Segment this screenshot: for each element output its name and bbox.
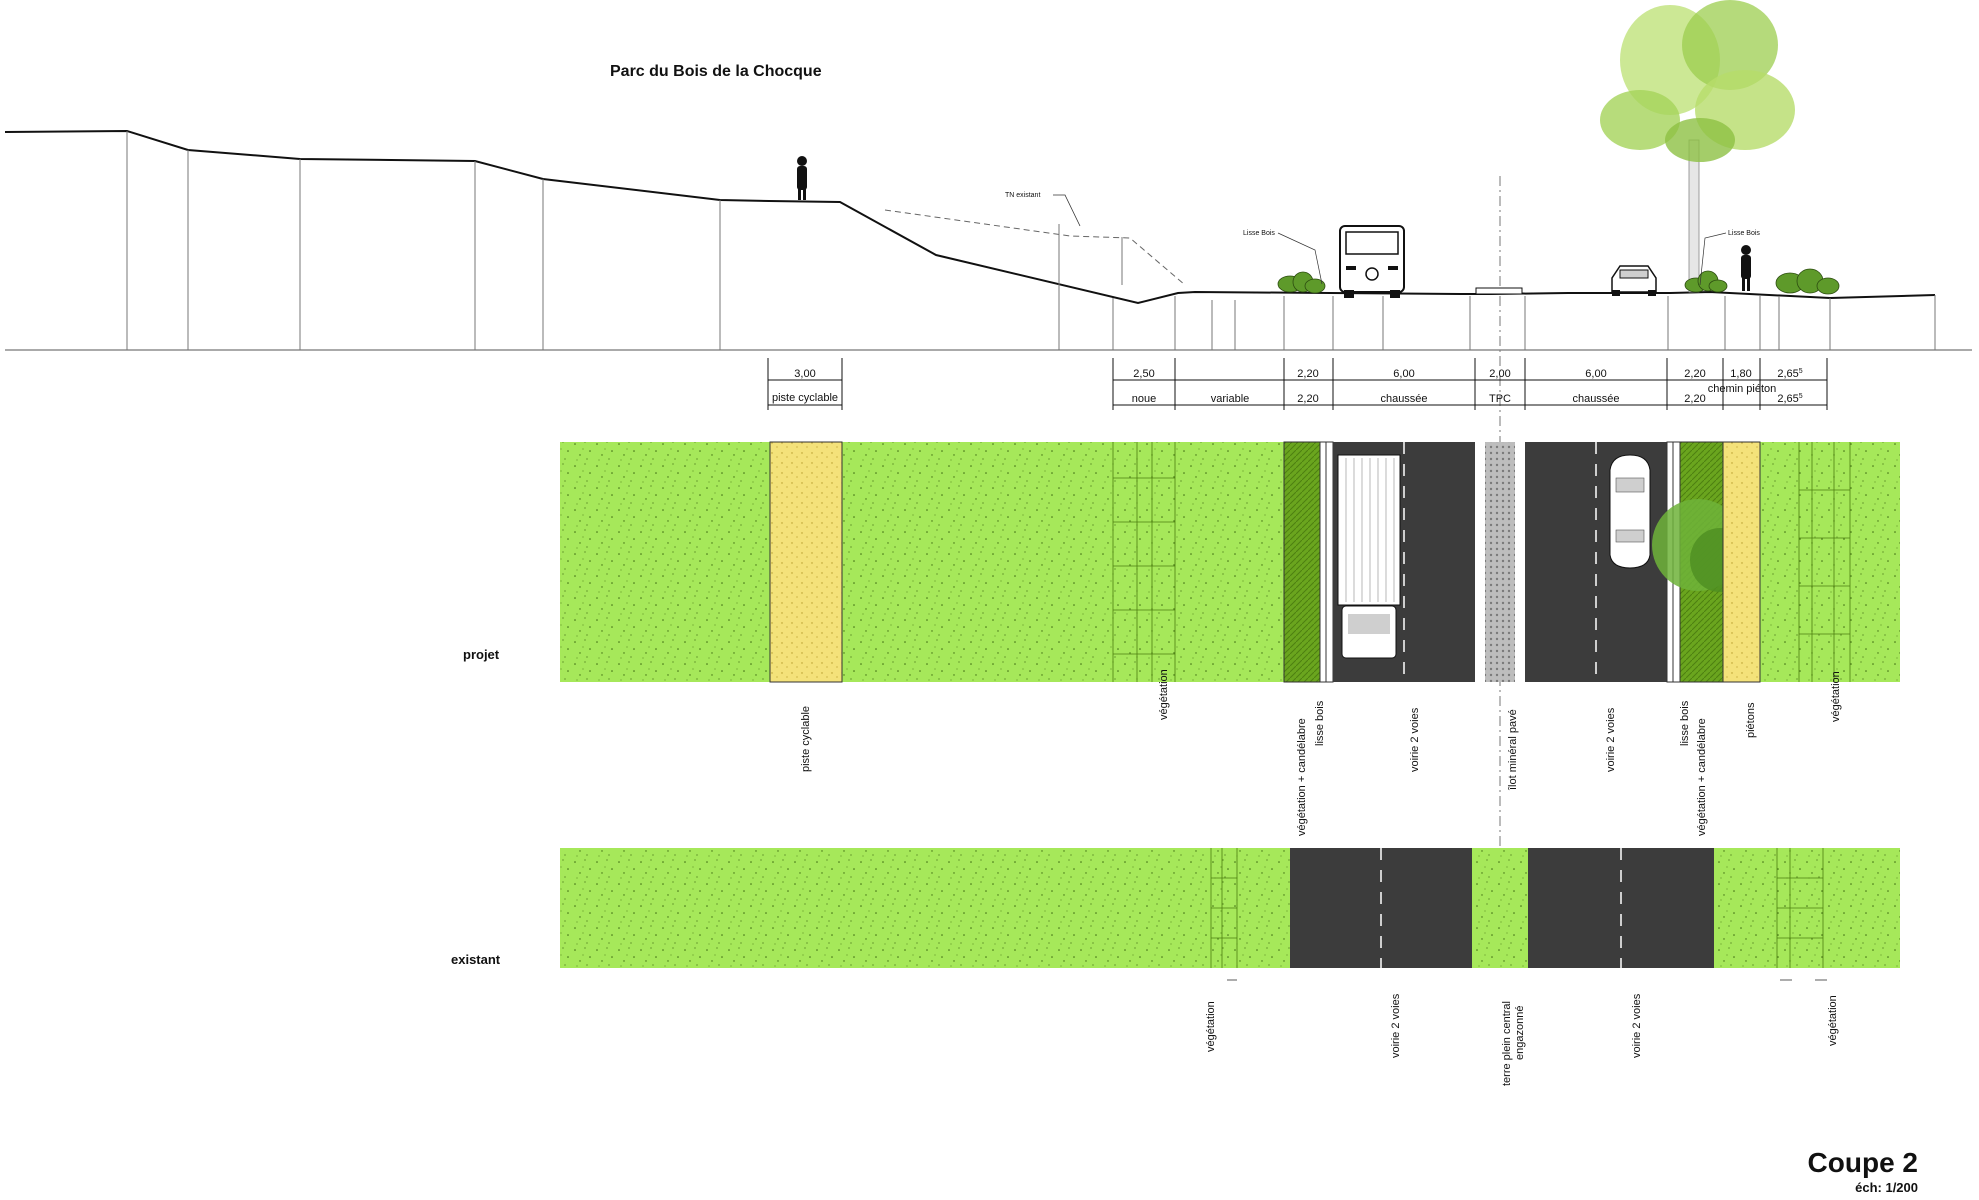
projet-label: végétation <box>1158 669 1170 720</box>
dim-name: variable <box>1211 393 1250 405</box>
dim-name: TPC <box>1489 393 1511 405</box>
tree-icon <box>1600 0 1795 293</box>
existant-labels: végétation voirie 2 voies terre plein ce… <box>1205 993 1839 1086</box>
existant-grid-left <box>1210 848 1238 968</box>
dim-piste-value: 3,00 <box>794 368 815 380</box>
dim-name: 2,20 <box>1297 393 1318 405</box>
existant-side-label: existant <box>451 952 501 967</box>
tn-leader <box>1053 194 1081 227</box>
existant-label: voirie 2 voies <box>1390 993 1402 1058</box>
scale-label: éch: 1/200 <box>1855 1180 1918 1195</box>
projet-label: végétation <box>1830 671 1842 722</box>
pedestrian-figure-right <box>1741 245 1751 291</box>
dimension-values: 2,50 2,20 6,00 2,00 6,00 2,20 1,80 2,655 <box>1133 368 1802 380</box>
dim-value: 2,20 <box>1684 368 1705 380</box>
existant-label: engazonné <box>1514 1006 1526 1060</box>
dim-name: noue <box>1132 393 1156 405</box>
dim-value: 1,80 <box>1730 368 1751 380</box>
coupe-title: Coupe 2 <box>1808 1147 1918 1178</box>
bike-lane <box>769 441 843 683</box>
dim-name: chaussée <box>1572 393 1619 405</box>
projet-label: îlot minéral pavé <box>1507 709 1519 791</box>
projet-plan <box>560 441 1900 683</box>
projet-label: lisse bois <box>1679 700 1691 746</box>
existant-grid-right <box>1776 848 1824 968</box>
existant-label: végétation <box>1827 995 1839 1046</box>
projet-label: végétation + candélabre <box>1296 718 1308 836</box>
bush-left <box>1277 271 1326 294</box>
dim-value: 2,20 <box>1297 368 1318 380</box>
right-grid <box>1798 442 1851 682</box>
pedestrian-figure-left <box>797 156 807 200</box>
dimension-lines <box>767 358 1828 410</box>
existant-label: voirie 2 voies <box>1631 993 1643 1058</box>
projet-side-label: projet <box>463 647 500 662</box>
dim-value: 6,00 <box>1393 368 1414 380</box>
existant-label: terre plein central <box>1501 1001 1513 1086</box>
projet-label: piste cyclable <box>800 706 812 772</box>
bush-right <box>1684 270 1728 293</box>
park-title: Parc du Bois de la Chocque <box>610 63 822 80</box>
terrain-profile <box>4 129 1936 305</box>
projet-labels: piste cyclable végétation végétation + c… <box>800 669 1842 836</box>
existing-terrain-dashed <box>884 209 1186 286</box>
dim-value-sup: 2,655 <box>1777 368 1802 380</box>
tn-label: TN existant <box>1005 192 1040 199</box>
shrub-far-right <box>1775 268 1840 295</box>
existant-plan <box>560 848 1900 968</box>
dim-value: 2,00 <box>1489 368 1510 380</box>
projet-label: voirie 2 voies <box>1409 707 1421 772</box>
projet-label: lisse bois <box>1314 700 1326 746</box>
dimension-names: noue variable 2,20 chaussée TPC chaussée… <box>1132 383 1803 405</box>
dim-piste-name: piste cyclable <box>772 392 838 404</box>
projet-label: voirie 2 voies <box>1605 707 1617 772</box>
tpc-curb <box>1475 287 1523 295</box>
lisse-left-label: Lisse Bois <box>1243 230 1275 237</box>
noue-grid <box>1112 442 1176 682</box>
ground-verticals <box>126 131 1936 350</box>
projet-label: végétation + candélabre <box>1696 718 1708 836</box>
dim-value: 2,50 <box>1133 368 1154 380</box>
dim-name: chaussée <box>1380 393 1427 405</box>
dim-name: chemin piéton <box>1708 383 1777 395</box>
dim-value: 6,00 <box>1585 368 1606 380</box>
lisse-right-label: Lisse Bois <box>1728 230 1760 237</box>
existant-label: végétation <box>1205 1001 1217 1052</box>
dim-name-sup: 2,655 <box>1777 393 1802 405</box>
dim-name: 2,20 <box>1684 393 1705 405</box>
car-icon <box>1611 265 1657 296</box>
projet-label: piétons <box>1745 702 1757 738</box>
bus-icon <box>1339 225 1405 298</box>
